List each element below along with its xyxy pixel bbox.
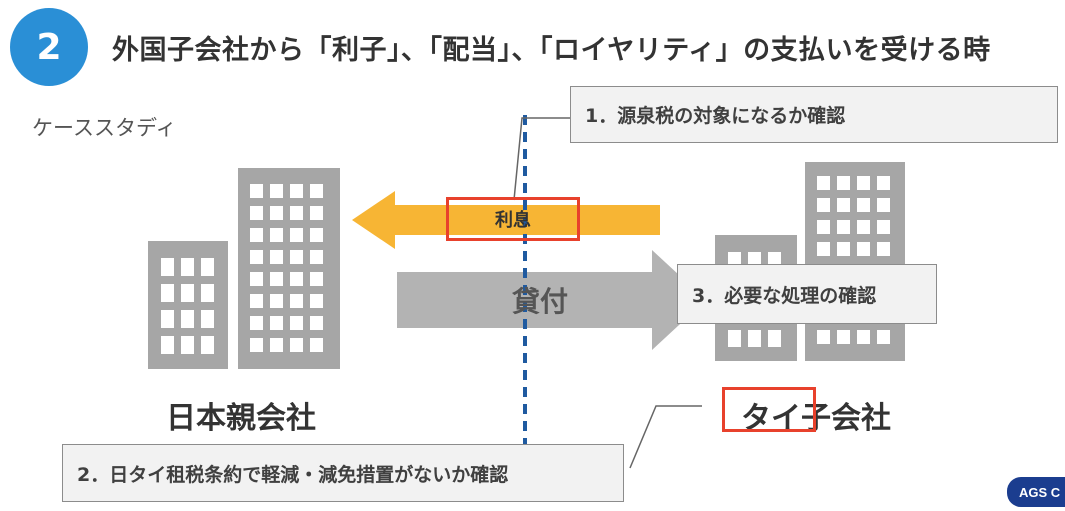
thai-highlight-box xyxy=(722,387,816,432)
note1-leader-line xyxy=(513,117,572,201)
interest-arrow-icon xyxy=(352,191,660,249)
interest-highlight-box xyxy=(446,197,580,241)
note-2-tax-treaty: 2．日タイ租税条約で軽減・減免措置がないか確認 xyxy=(62,444,624,502)
note-1-withholding-tax: 1．源泉税の対象になるか確認 xyxy=(570,86,1058,143)
japan-parent-building-icon xyxy=(148,168,340,369)
loan-arrow-icon xyxy=(397,250,706,350)
note2-leader-line xyxy=(629,405,702,469)
case-study-label: ケーススタディ xyxy=(32,116,177,140)
page-title: 外国子会社から「利子」、「配当」、「ロイヤリティ」の支払いを受ける時 xyxy=(112,35,991,66)
note-1-text: 1．源泉税の対象になるか確認 xyxy=(585,105,846,127)
thai-subsidiary-building-icon xyxy=(715,162,905,361)
note-3-text: 3．必要な処理の確認 xyxy=(692,284,877,307)
japan-parent-company-label: 日本親会社 xyxy=(166,401,316,436)
ags-logo: AGS C xyxy=(1007,477,1065,507)
note-2-text: 2．日タイ租税条約で軽減・減免措置がないか確認 xyxy=(77,463,509,486)
note-3-required-process: 3．必要な処理の確認 xyxy=(677,264,937,324)
step-number-badge: 2 xyxy=(10,8,88,86)
loan-label: 貸付 xyxy=(511,285,568,318)
interest-label: 利息 xyxy=(495,210,531,231)
